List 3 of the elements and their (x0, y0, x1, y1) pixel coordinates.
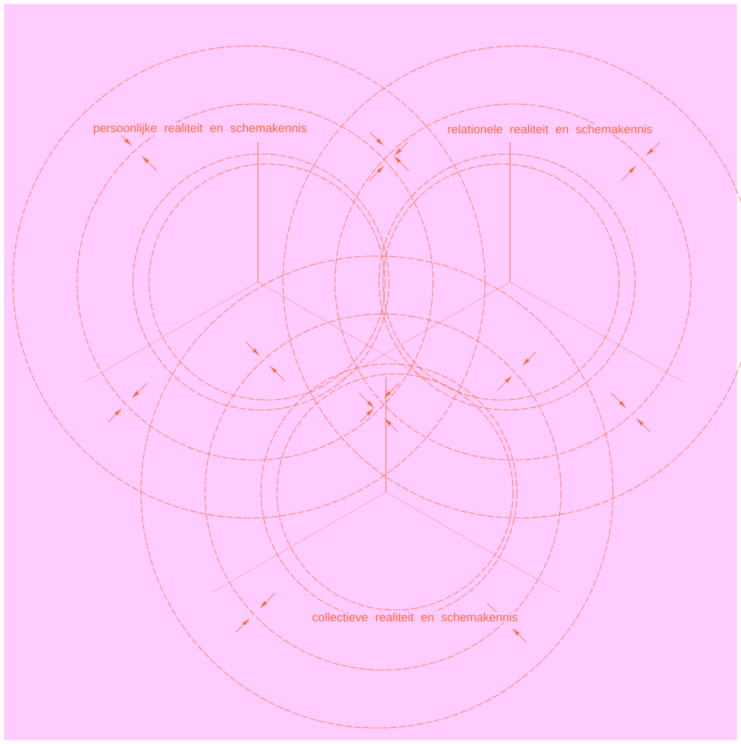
circle-label: persoonlijke realiteit en schemakennis (92, 122, 308, 136)
circle-label: collectieve realiteit en schemakennis (311, 612, 519, 622)
circle-label: relationele realiteit en schemakennis (446, 124, 654, 134)
